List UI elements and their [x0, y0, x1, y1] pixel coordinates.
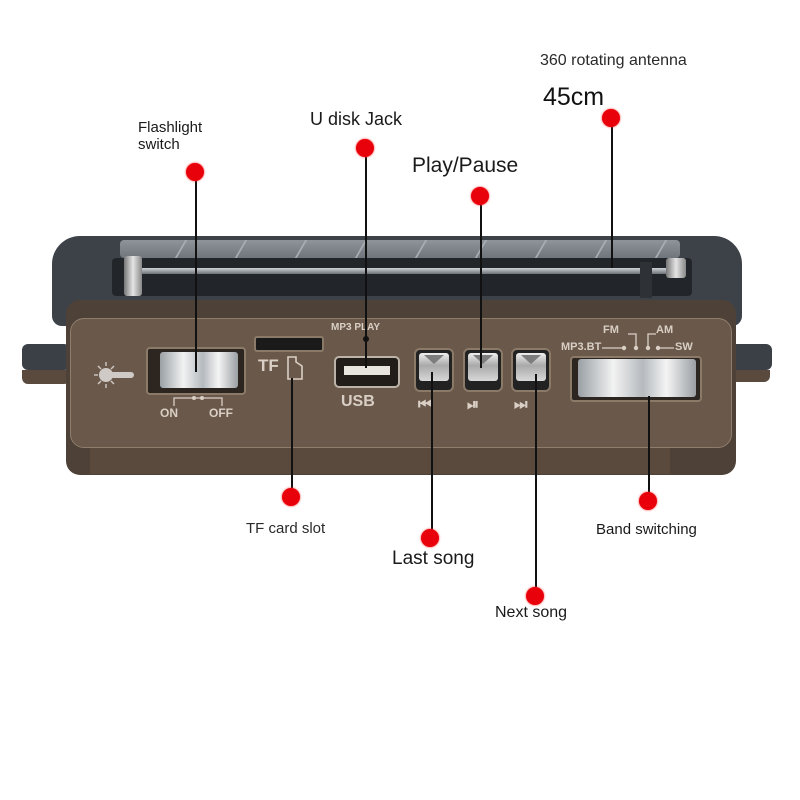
antenna-size-label: 45cm [543, 83, 605, 111]
last-song-label: Last song [392, 548, 475, 569]
last-song-marker [421, 529, 439, 547]
flashlight-marker [186, 163, 204, 181]
flashlight-leader [195, 172, 197, 372]
tf-card-slot[interactable] [254, 336, 324, 352]
band-leader [648, 396, 650, 502]
play-pause-marker [471, 187, 489, 205]
antenna-label: 360 rotating antenna [540, 52, 687, 69]
tf-card-leader [291, 378, 293, 496]
tf-card-label: TF card slot [246, 520, 326, 537]
right-handle [730, 344, 772, 370]
play-pause-label: Play/Pause [412, 154, 519, 177]
band-switch[interactable] [578, 359, 696, 397]
tf-card-marker [282, 488, 300, 506]
u-disk-label: U disk Jack [310, 109, 403, 129]
next-song-marker [526, 587, 544, 605]
tf-label: TF [258, 356, 279, 375]
next-song-label: Next song [495, 604, 568, 621]
previous-button[interactable] [414, 348, 454, 392]
flashlight-label-line2: switch [138, 136, 180, 153]
flashlight-label-line1: Flashlight [138, 119, 203, 136]
radio-bottom [90, 446, 670, 474]
band-marker [639, 492, 657, 510]
band-position-markers [602, 333, 674, 351]
antenna-rod[interactable] [140, 268, 675, 274]
play-pause-leader [480, 196, 482, 368]
left-handle [22, 344, 70, 370]
right-antenna-bolt [666, 258, 686, 278]
band-am-label: AM [656, 324, 674, 336]
previous-icon: ⏮ [418, 396, 432, 413]
u-disk-marker [356, 139, 374, 157]
play-pause-icon: ⏯ [467, 396, 480, 413]
switch-position-bracket [173, 396, 223, 406]
left-handle-base [22, 370, 70, 384]
usb-port[interactable] [334, 356, 400, 388]
band-mp3bt-label: MP3.BT [561, 341, 602, 353]
band-fm-label: FM [603, 324, 619, 336]
antenna-groove [112, 258, 692, 296]
next-icon: ⏭ [514, 396, 528, 413]
play-pause-button[interactable] [463, 348, 503, 392]
sun-bulb-icon [92, 360, 136, 390]
sd-card-icon [286, 356, 304, 385]
mp3-play-label: MP3 PLAY [331, 322, 381, 333]
usb-label: USB [341, 393, 375, 410]
switch-on-label: ON [160, 406, 178, 420]
left-antenna-bolt [124, 256, 142, 296]
next-song-leader [535, 374, 537, 596]
u-disk-leader [365, 148, 367, 368]
antenna-bracket [640, 262, 652, 298]
band-sw-label: SW [675, 341, 693, 353]
next-button[interactable] [511, 348, 551, 392]
band-label: Band switching [596, 521, 697, 538]
right-handle-base [730, 370, 770, 382]
solar-panel [120, 240, 680, 258]
antenna-marker [602, 109, 620, 127]
flashlight-switch[interactable] [160, 352, 238, 388]
last-song-leader [431, 372, 433, 538]
antenna-leader [611, 118, 613, 268]
switch-off-label: OFF [209, 406, 233, 420]
